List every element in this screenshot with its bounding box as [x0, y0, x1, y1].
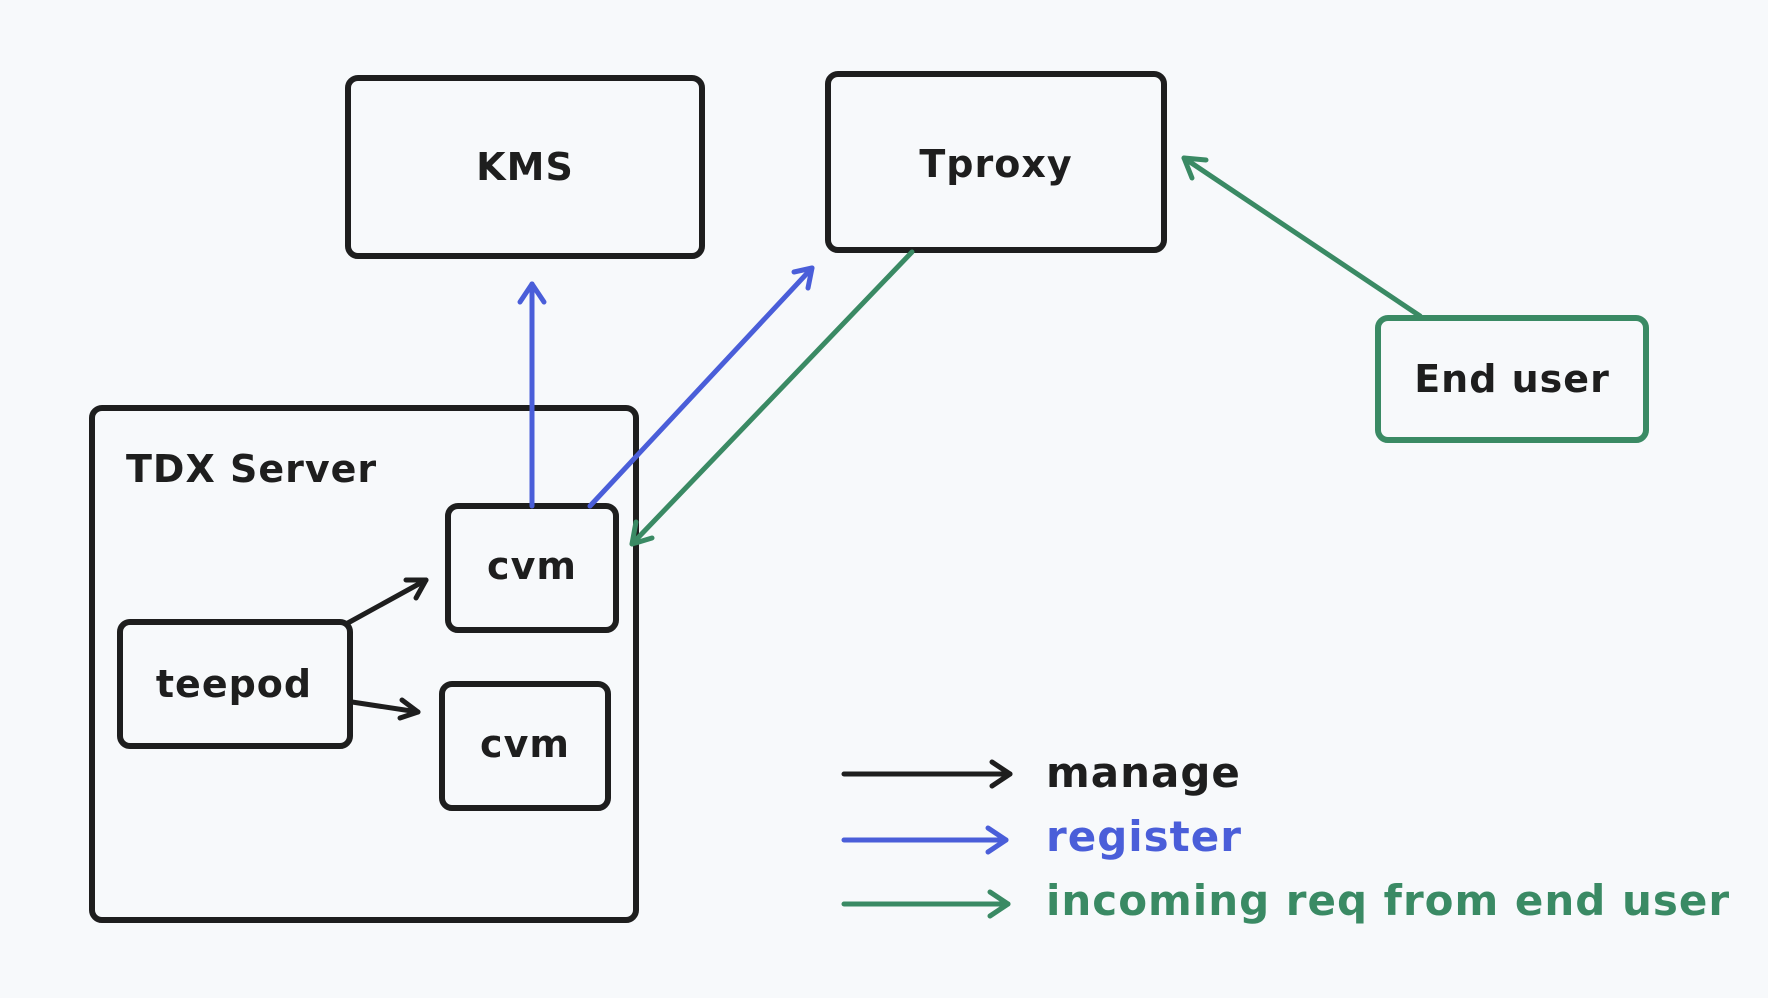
legend-register-label: register	[1046, 812, 1242, 861]
legend-incoming-label: incoming req from end user	[1046, 876, 1731, 925]
incoming-arrow-tproxy-to-cvm	[629, 249, 915, 547]
legend-manage-label: manage	[1046, 748, 1241, 797]
kms-box	[345, 75, 705, 259]
manage-arrow-bottom	[349, 697, 421, 721]
register-arrow-kms	[517, 281, 547, 509]
register-arrow-tproxy	[587, 265, 815, 509]
cvm-top-label: cvm	[487, 544, 577, 588]
legend-register-arrow	[841, 825, 1009, 855]
incoming-arrow-user-to-tproxy	[1181, 155, 1423, 319]
legend-manage-arrow	[841, 759, 1013, 789]
tproxy-label: Tproxy	[919, 142, 1073, 186]
manage-arrow-top	[343, 577, 429, 627]
legend-incoming-arrow	[841, 889, 1011, 919]
tdx-server-label: TDX Server	[126, 447, 378, 491]
teepod-box	[117, 619, 353, 749]
tproxy-box	[825, 71, 1167, 253]
teepod-label: teepod	[155, 662, 313, 706]
tdx-server-box	[89, 405, 639, 923]
end-user-box	[1375, 315, 1649, 443]
cvm-bottom-label: cvm	[480, 722, 570, 766]
kms-label: KMS	[476, 145, 574, 189]
cvm-bottom-box	[439, 681, 611, 811]
end-user-label: End user	[1414, 357, 1610, 401]
